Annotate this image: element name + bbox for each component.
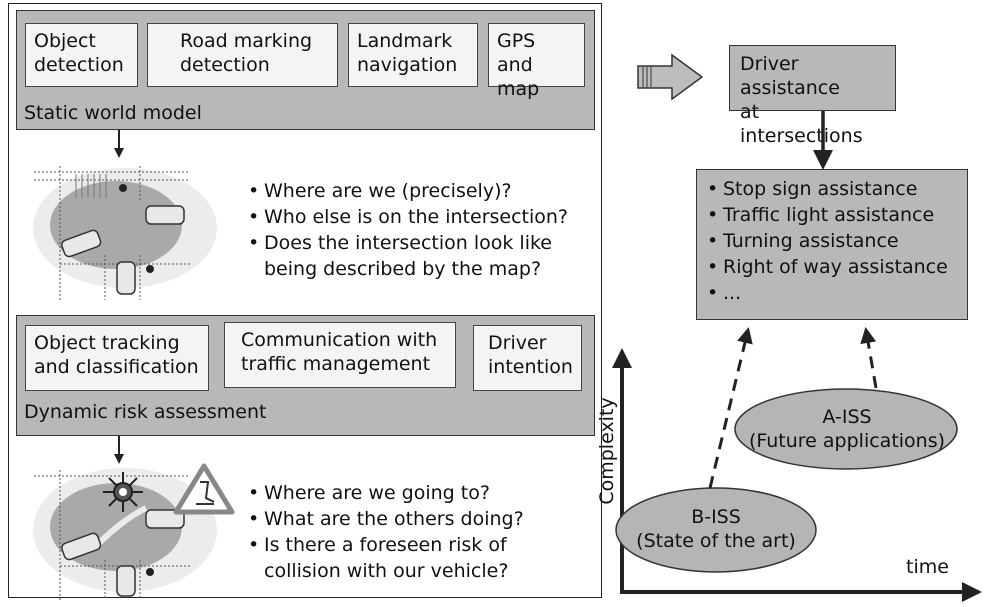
dynamic-question: What are the others doing? xyxy=(248,506,524,532)
static-questions-list: Where are we (precisely)? Who else is on… xyxy=(248,178,568,282)
object-tracking-box: Object tracking and classification xyxy=(25,325,209,391)
complexity-axis-label: Complexity xyxy=(596,397,618,505)
assistance-item: Turning assistance xyxy=(707,228,957,254)
static-question: Where are we (precisely)? xyxy=(248,178,568,204)
dynamic-questions-list: Where are we going to? What are the othe… xyxy=(248,480,524,584)
road-marking-detection-box: Road marking detection xyxy=(147,23,338,87)
static-question: Who else is on the intersection? xyxy=(248,204,568,230)
driver-intention-box: Driver intention xyxy=(473,325,582,391)
b-iss-dashed-arrow xyxy=(708,327,753,489)
object-detection-box: Object detection xyxy=(25,23,138,87)
static-world-model-title: Static world model xyxy=(24,102,202,124)
dynamic-question: Where are we going to? xyxy=(248,480,524,506)
warning-triangle-icon xyxy=(173,463,235,515)
b-iss-label: B-ISS (State of the art) xyxy=(636,506,796,552)
driver-assistance-box: Driver assistance at intersections xyxy=(729,45,896,147)
block-arrow-icon xyxy=(637,53,704,101)
b-iss-ellipse xyxy=(615,487,817,573)
static-question: Does the intersection look like being de… xyxy=(248,230,568,282)
assistance-item: ... xyxy=(707,280,957,306)
a-iss-dashed-arrow xyxy=(860,327,878,389)
a-iss-label: A-ISS (Future applications) xyxy=(748,406,946,452)
time-axis-label: time xyxy=(906,556,949,578)
risk-star-icon xyxy=(103,472,143,512)
assistance-item: Stop sign assistance xyxy=(707,176,957,202)
assistance-item: Traffic light assistance xyxy=(707,202,957,228)
dynamic-risk-assessment-title: Dynamic risk assessment xyxy=(24,401,267,423)
dynamic-question: Is there a foreseen risk of collision wi… xyxy=(248,532,524,584)
landmark-navigation-box: Landmark navigation xyxy=(348,23,478,87)
assistance-list: Stop sign assistance Traffic light assis… xyxy=(707,176,957,306)
communication-box: Communication with traffic management xyxy=(224,322,456,388)
a-iss-ellipse xyxy=(734,388,958,470)
static-intersection-sketch xyxy=(33,166,217,300)
gps-and-map-box: GPS and map xyxy=(488,23,585,100)
assistance-item: Right of way assistance xyxy=(707,254,957,280)
dynamic-intersection-sketch xyxy=(33,468,217,600)
